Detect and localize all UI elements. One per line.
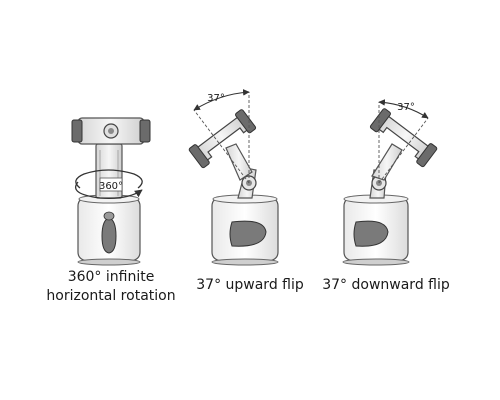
rotation-arrow xyxy=(74,169,143,199)
rotation-caption: 360° infinite horizontal rotation xyxy=(46,268,176,306)
phone-clamp xyxy=(369,108,438,168)
rotation-caption-line1: 360° infinite xyxy=(67,269,155,285)
base-unit xyxy=(211,194,279,266)
upward-caption: 37° upward flip xyxy=(196,277,304,293)
angle-indicator xyxy=(378,99,429,184)
base-unit xyxy=(342,194,410,266)
tilted-arm xyxy=(225,143,257,199)
tilted-arm xyxy=(369,143,403,199)
phone-clamp xyxy=(71,117,151,145)
downward-caption: 37° downward flip xyxy=(322,277,450,293)
rotation-angle-label: 360° xyxy=(99,181,123,192)
upward-panel: 37° xyxy=(188,89,279,266)
downward-angle-label: 37° xyxy=(397,102,415,113)
phone-clamp xyxy=(188,109,257,169)
angle-indicator xyxy=(193,89,250,184)
rotation-caption-line2: horizontal rotation xyxy=(46,288,176,304)
base-unit xyxy=(77,194,141,266)
downward-panel: 37° xyxy=(342,99,438,266)
upward-angle-label: 37° xyxy=(207,93,225,104)
rotation-panel: 360° xyxy=(71,117,151,266)
